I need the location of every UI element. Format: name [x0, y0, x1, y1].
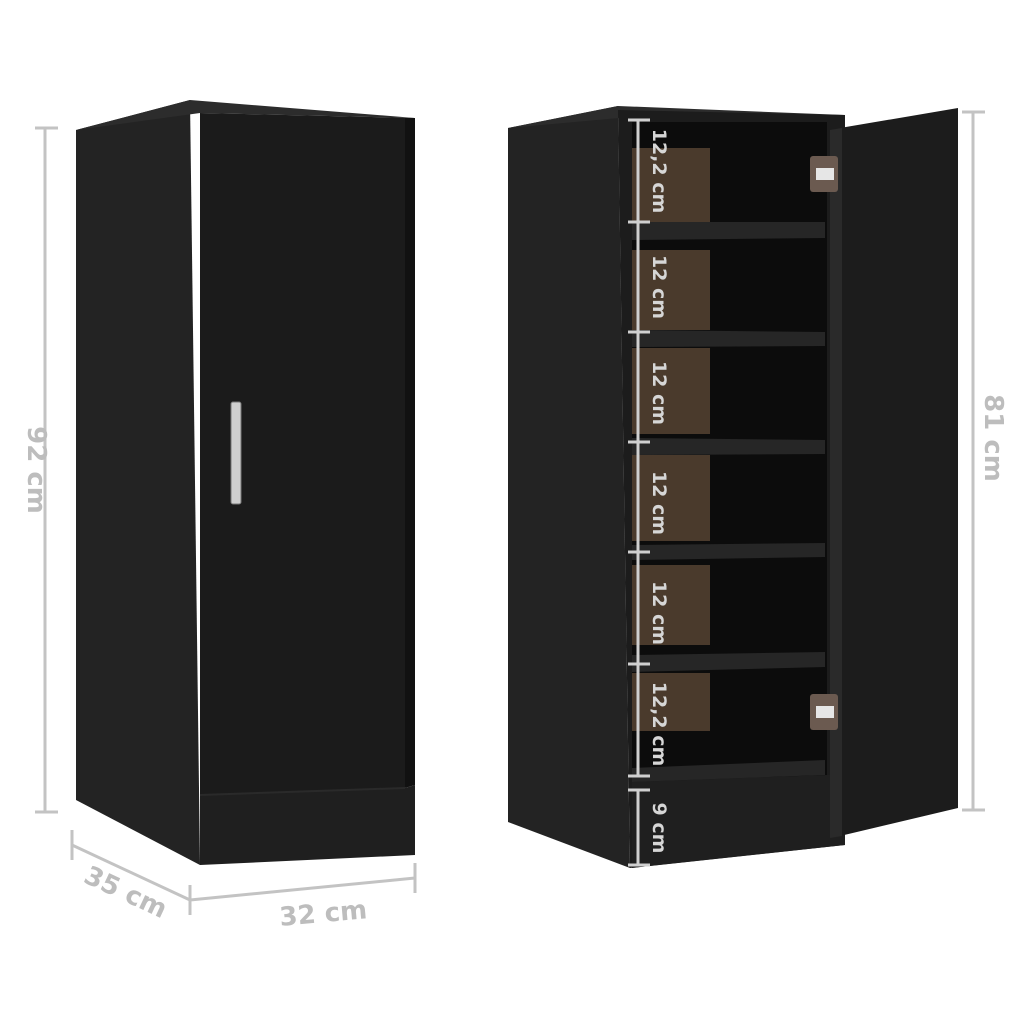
- compartment-3-label: 12 cm: [648, 361, 670, 425]
- depth-dimension-line: [71, 843, 191, 902]
- open-plinth: [632, 775, 845, 868]
- hinge-bottom-icon: [810, 694, 838, 730]
- compartment-2-label: 12 cm: [648, 255, 670, 319]
- door-height-label: 81 cm: [978, 394, 1008, 482]
- cabinet-side-panel: [76, 100, 200, 865]
- open-door: [840, 108, 958, 836]
- width-dimension-line: [189, 876, 416, 902]
- compartment-6-label: 12,2 cm: [648, 682, 670, 767]
- door-handle: [230, 401, 242, 505]
- compartment-dimension-lines: [628, 118, 650, 867]
- hinge-top-icon: [810, 156, 838, 192]
- cabinet-door: [200, 113, 415, 795]
- back-panels: [632, 148, 710, 731]
- cabinet-top: [76, 100, 415, 130]
- compartment-1-label: 12,2 cm: [648, 129, 670, 214]
- closed-dimension-lines: [35, 126, 417, 915]
- open-side-panel: [508, 106, 630, 868]
- cabinet-plinth: [200, 785, 415, 865]
- height-label: 92 cm: [21, 426, 51, 514]
- plinth-label: 9 cm: [648, 803, 670, 854]
- door-dimension-line: [962, 110, 985, 812]
- width-label: 32 cm: [278, 895, 368, 933]
- compartment-4-label: 12 cm: [648, 471, 670, 535]
- closed-cabinet: [76, 100, 415, 865]
- open-cabinet: [508, 106, 958, 868]
- compartment-5-label: 12 cm: [648, 581, 670, 645]
- shelves: [632, 222, 825, 782]
